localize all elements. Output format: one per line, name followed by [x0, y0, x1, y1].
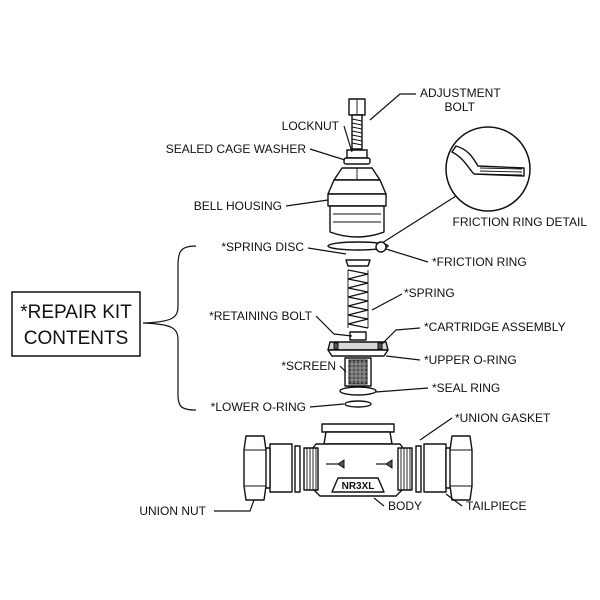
label-screen: *SCREEN: [281, 359, 336, 373]
label-tailpiece: TAILPIECE: [466, 499, 526, 513]
label-spring: *SPRING: [404, 286, 455, 300]
label-friction-ring: *FRICTION RING: [432, 255, 527, 269]
label-adjustment-bolt-2: BOLT: [445, 100, 476, 114]
friction-ring: [327, 241, 389, 253]
screen: [344, 357, 372, 387]
repair-kit-brace: [142, 245, 197, 411]
label-bell-housing: BELL HOUSING: [194, 199, 282, 213]
label-union-nut: UNION NUT: [139, 504, 206, 518]
friction-ring-detail-circle: [445, 126, 531, 212]
repair-kit-group: *REPAIR KIT CONTENTS: [11, 245, 197, 411]
label-seal-ring: *SEAL RING: [432, 381, 500, 395]
union-nut-left: [243, 435, 267, 501]
locknut: [346, 149, 368, 159]
repair-kit-box: [11, 291, 141, 357]
label-body: BODY: [388, 499, 422, 513]
label-sealed-cage-washer: SEALED CAGE WASHER: [166, 142, 307, 156]
body-marking: NR3XL: [342, 481, 375, 492]
union-nut-right: [449, 435, 473, 501]
body-thread-right: [397, 447, 413, 491]
label-adjustment-bolt-1: ADJUSTMENT: [420, 86, 501, 100]
callout-labels: ADJUSTMENT BOLT LOCKNUT SEALED CAGE WASH…: [139, 86, 587, 518]
body-thread-left: [303, 447, 319, 491]
leader-lines: [214, 93, 463, 512]
label-union-gasket: *UNION GASKET: [455, 411, 551, 425]
spring-disc: [345, 259, 371, 267]
cartridge-assembly: [327, 331, 389, 357]
label-locknut: LOCKNUT: [282, 119, 340, 133]
sealed-cage-washer: [343, 157, 371, 165]
bell-housing: [327, 167, 387, 238]
label-cartridge-assembly: *CARTRIDGE ASSEMBLY: [424, 320, 566, 334]
valve-body: [309, 423, 407, 497]
label-spring-disc: *SPRING DISC: [221, 240, 304, 254]
seal-ring: [339, 386, 377, 396]
repair-kit-title-line-1: *REPAIR KIT: [20, 302, 132, 323]
adjustment-bolt: [348, 98, 366, 150]
label-lower-o-ring: *LOWER O-RING: [211, 400, 306, 414]
detail-leader: [381, 195, 457, 244]
spring: [347, 269, 369, 329]
label-friction-ring-detail: FRICTION RING DETAIL: [453, 215, 588, 229]
repair-kit-title-line-2: CONTENTS: [24, 328, 129, 349]
label-retaining-bolt: *RETAINING BOLT: [209, 309, 313, 323]
label-upper-o-ring: *UPPER O-RING: [424, 353, 517, 367]
union-gasket-left: [294, 445, 301, 493]
lower-o-ring: [344, 400, 372, 408]
union-gasket-right: [415, 445, 422, 493]
